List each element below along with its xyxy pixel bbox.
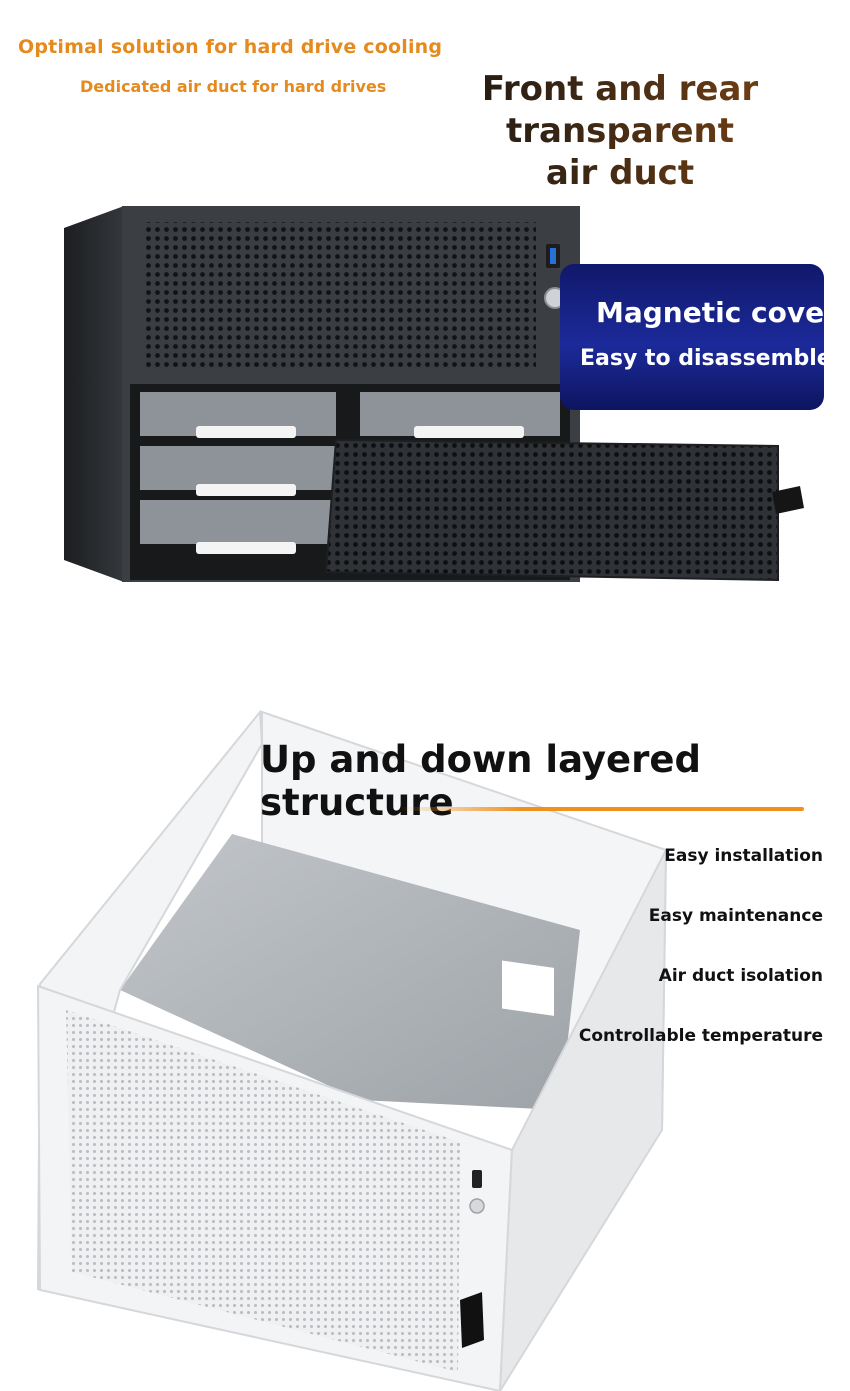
case-front-mesh-light xyxy=(66,1010,460,1372)
power-button-icon xyxy=(469,1198,485,1214)
drive-handle xyxy=(196,484,296,496)
feature-item: Easy installation xyxy=(664,846,823,866)
pull-tab-icon xyxy=(772,486,804,514)
pull-tab-icon xyxy=(460,1292,484,1348)
tray-cutout xyxy=(502,960,554,1016)
magnetic-cover-banner xyxy=(560,264,824,410)
banner-title: Magnetic cover xyxy=(596,296,838,329)
feature-item: Easy maintenance xyxy=(648,906,823,926)
drive-handle xyxy=(414,426,524,438)
subheadline-air-duct: Dedicated air duct for hard drives xyxy=(80,77,387,96)
case-side-panel xyxy=(64,206,124,582)
feature-item: Air duct isolation xyxy=(658,966,823,986)
title-underline xyxy=(400,807,804,811)
section-title: Up and down layered structure xyxy=(260,738,701,824)
drive-handle xyxy=(196,542,296,554)
magnetic-cover-panel xyxy=(324,438,779,582)
feature-item: Controllable temperature xyxy=(578,1026,823,1046)
headline-cooling: Optimal solution for hard drive cooling xyxy=(18,36,443,58)
case-right-edge xyxy=(498,849,667,1391)
banner-subtitle: Easy to disassemble xyxy=(580,346,832,371)
case-front-mesh xyxy=(146,222,536,368)
black-case-illustration xyxy=(64,206,804,582)
drive-handle xyxy=(196,426,296,438)
case-inner-tray xyxy=(120,834,580,1110)
usb-port-icon xyxy=(472,1170,482,1188)
